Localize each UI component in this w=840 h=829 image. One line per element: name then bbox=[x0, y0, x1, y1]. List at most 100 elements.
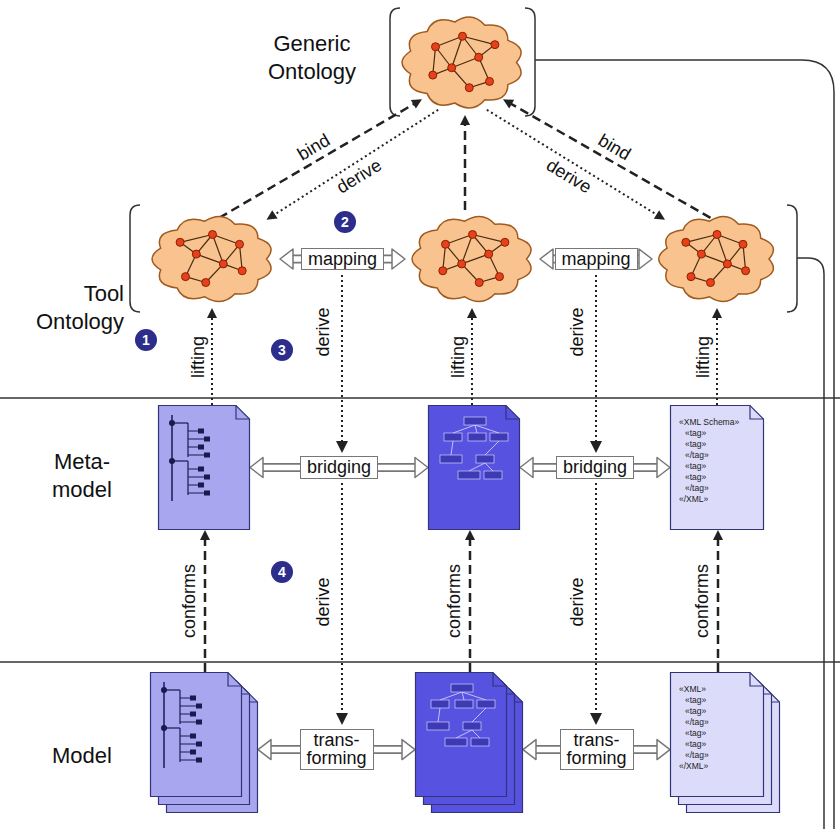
edge-label: lifting bbox=[449, 335, 469, 377]
document-fold bbox=[750, 673, 764, 687]
connector bbox=[503, 99, 711, 218]
tree-leaf bbox=[180, 698, 190, 699]
document bbox=[671, 406, 764, 530]
document-fold bbox=[493, 673, 507, 687]
connector-line bbox=[204, 538, 207, 672]
arrowhead bbox=[267, 210, 278, 220]
ontology-concept bbox=[496, 273, 504, 281]
ontology-node: Generic Ontology bbox=[395, 10, 530, 115]
tree-leaf bbox=[180, 760, 196, 761]
arrowhead bbox=[207, 308, 217, 318]
ontology-node bbox=[145, 210, 280, 308]
xml-line: «/tag» bbox=[679, 483, 739, 494]
layer-separator bbox=[0, 397, 840, 399]
arrowhead bbox=[336, 713, 348, 725]
box-link bbox=[462, 692, 486, 700]
box-link bbox=[472, 708, 486, 722]
model-element bbox=[444, 433, 462, 441]
tree-leaf bbox=[190, 712, 196, 717]
document-node bbox=[158, 405, 250, 530]
edge-label: bridging bbox=[300, 456, 378, 479]
document-page bbox=[151, 673, 242, 797]
connector-line bbox=[716, 316, 718, 405]
connector bbox=[460, 115, 470, 210]
document-fold bbox=[236, 406, 250, 420]
ontology-concept bbox=[739, 240, 747, 248]
model-element bbox=[477, 700, 495, 708]
ontology-link bbox=[463, 36, 495, 44]
document-page bbox=[671, 406, 764, 530]
ontology-link bbox=[452, 36, 463, 68]
ontology-concept bbox=[475, 279, 483, 287]
arrowhead bbox=[590, 713, 602, 725]
cloud-shape bbox=[395, 10, 530, 115]
connector-line bbox=[510, 103, 711, 218]
tree-leaf bbox=[204, 437, 210, 442]
document-shape bbox=[415, 672, 523, 813]
edge-label: bridging bbox=[556, 456, 634, 479]
tree-leaf bbox=[204, 453, 210, 458]
box-link bbox=[485, 463, 493, 471]
ontology-concept bbox=[448, 64, 456, 72]
ontology-concept bbox=[486, 77, 494, 85]
edge-label: mapping bbox=[301, 248, 384, 271]
xml-line: «tag» bbox=[679, 706, 709, 717]
ontology-concept bbox=[687, 273, 695, 281]
document-page bbox=[429, 406, 520, 530]
tree-branch bbox=[179, 728, 180, 762]
arrowhead bbox=[503, 99, 514, 108]
model-element bbox=[451, 684, 473, 692]
xml-content: «XML»«tag»«tag»«/tag»«tag»«tag»«/tag»«/X… bbox=[679, 684, 709, 772]
document-node bbox=[428, 405, 520, 530]
ontology-concept bbox=[432, 43, 440, 51]
document-node bbox=[415, 672, 523, 813]
document-fold bbox=[506, 406, 520, 420]
document-page bbox=[416, 673, 507, 797]
model-element bbox=[468, 433, 486, 441]
tree-leaf bbox=[198, 483, 204, 488]
box-link bbox=[438, 708, 440, 722]
arrowhead bbox=[336, 441, 348, 453]
edge-label: derive bbox=[333, 155, 385, 197]
connector bbox=[219, 99, 422, 218]
connector bbox=[200, 530, 210, 672]
box-link bbox=[472, 730, 480, 738]
ontology-link bbox=[213, 235, 224, 264]
ontology-concept bbox=[469, 231, 477, 239]
derive-arrow bbox=[595, 275, 597, 444]
document-fold bbox=[228, 673, 242, 687]
box-link bbox=[462, 692, 464, 700]
tree-leaf bbox=[190, 696, 196, 701]
arrowhead bbox=[411, 99, 422, 108]
xml-line: «/tag» bbox=[679, 717, 709, 728]
ontology-link bbox=[686, 235, 717, 243]
tree-leaf bbox=[180, 722, 196, 723]
model-element bbox=[445, 738, 467, 746]
ontology-concept bbox=[429, 71, 437, 79]
arrowhead bbox=[712, 308, 722, 318]
ontology-concept bbox=[458, 260, 466, 268]
tree-leaf bbox=[196, 720, 202, 725]
tree-branch bbox=[172, 460, 188, 461]
tree-leaf bbox=[180, 736, 190, 737]
derive-label: derive bbox=[313, 577, 333, 626]
edge-label: bind bbox=[594, 130, 633, 164]
tree-leaf bbox=[188, 431, 198, 432]
model-element bbox=[476, 455, 494, 463]
callout-number: 4 bbox=[271, 561, 293, 583]
tree-branch bbox=[172, 422, 188, 423]
side-line bbox=[535, 60, 834, 829]
box-link bbox=[440, 692, 462, 700]
connector-line bbox=[469, 538, 472, 672]
tree-leaf bbox=[190, 734, 196, 739]
arrowhead bbox=[590, 441, 602, 453]
ontology-cloud bbox=[412, 217, 531, 302]
model-element bbox=[455, 700, 473, 708]
document bbox=[159, 406, 250, 530]
bracket bbox=[130, 205, 140, 312]
model-element bbox=[463, 722, 481, 730]
xml-line: «/tag» bbox=[679, 450, 739, 461]
connector-line bbox=[471, 316, 473, 405]
document-shape bbox=[428, 405, 520, 530]
